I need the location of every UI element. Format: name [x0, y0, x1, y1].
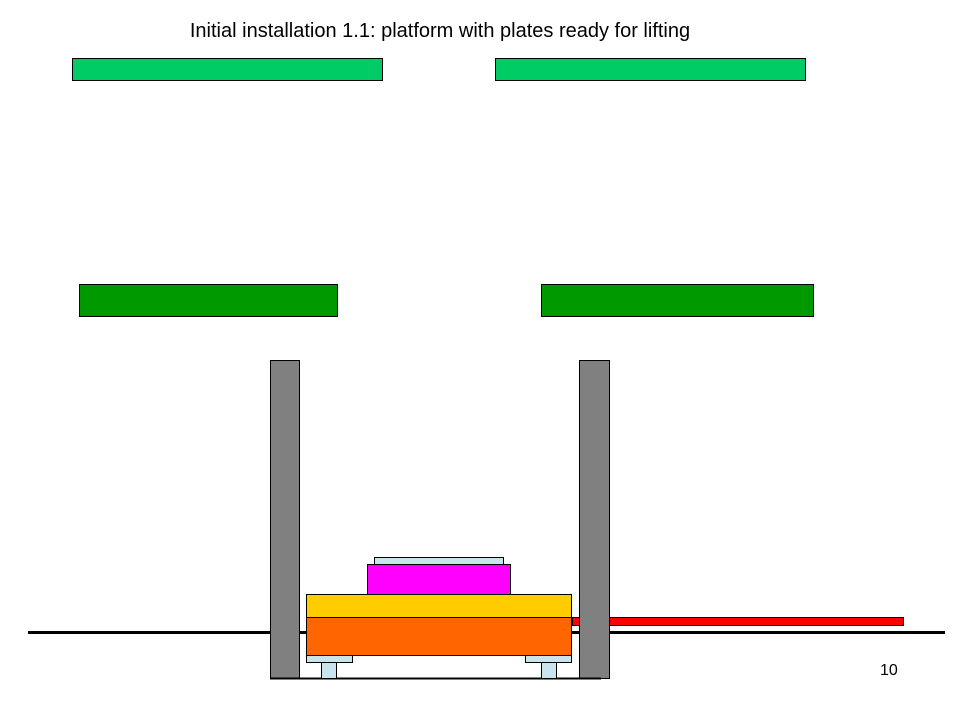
upper-plate-left: [72, 58, 383, 81]
foot-pad-right: [525, 655, 572, 663]
lower-plate-right: [541, 284, 814, 317]
column-left: [270, 360, 300, 679]
top-cap-plate: [374, 557, 504, 565]
magenta-block: [367, 564, 511, 595]
slide-title: Initial installation 1.1: platform with …: [189, 20, 691, 42]
foot-pad-left: [306, 655, 353, 663]
rail: [572, 617, 904, 626]
column-right: [579, 360, 610, 679]
foot-leg-right: [541, 662, 557, 679]
upper-plate-right: [495, 58, 806, 81]
platform-top: [306, 594, 572, 618]
platform-base: [306, 617, 572, 656]
foot-leg-left: [321, 662, 337, 679]
page-number: 10: [880, 662, 898, 679]
lower-plate-left: [79, 284, 338, 317]
